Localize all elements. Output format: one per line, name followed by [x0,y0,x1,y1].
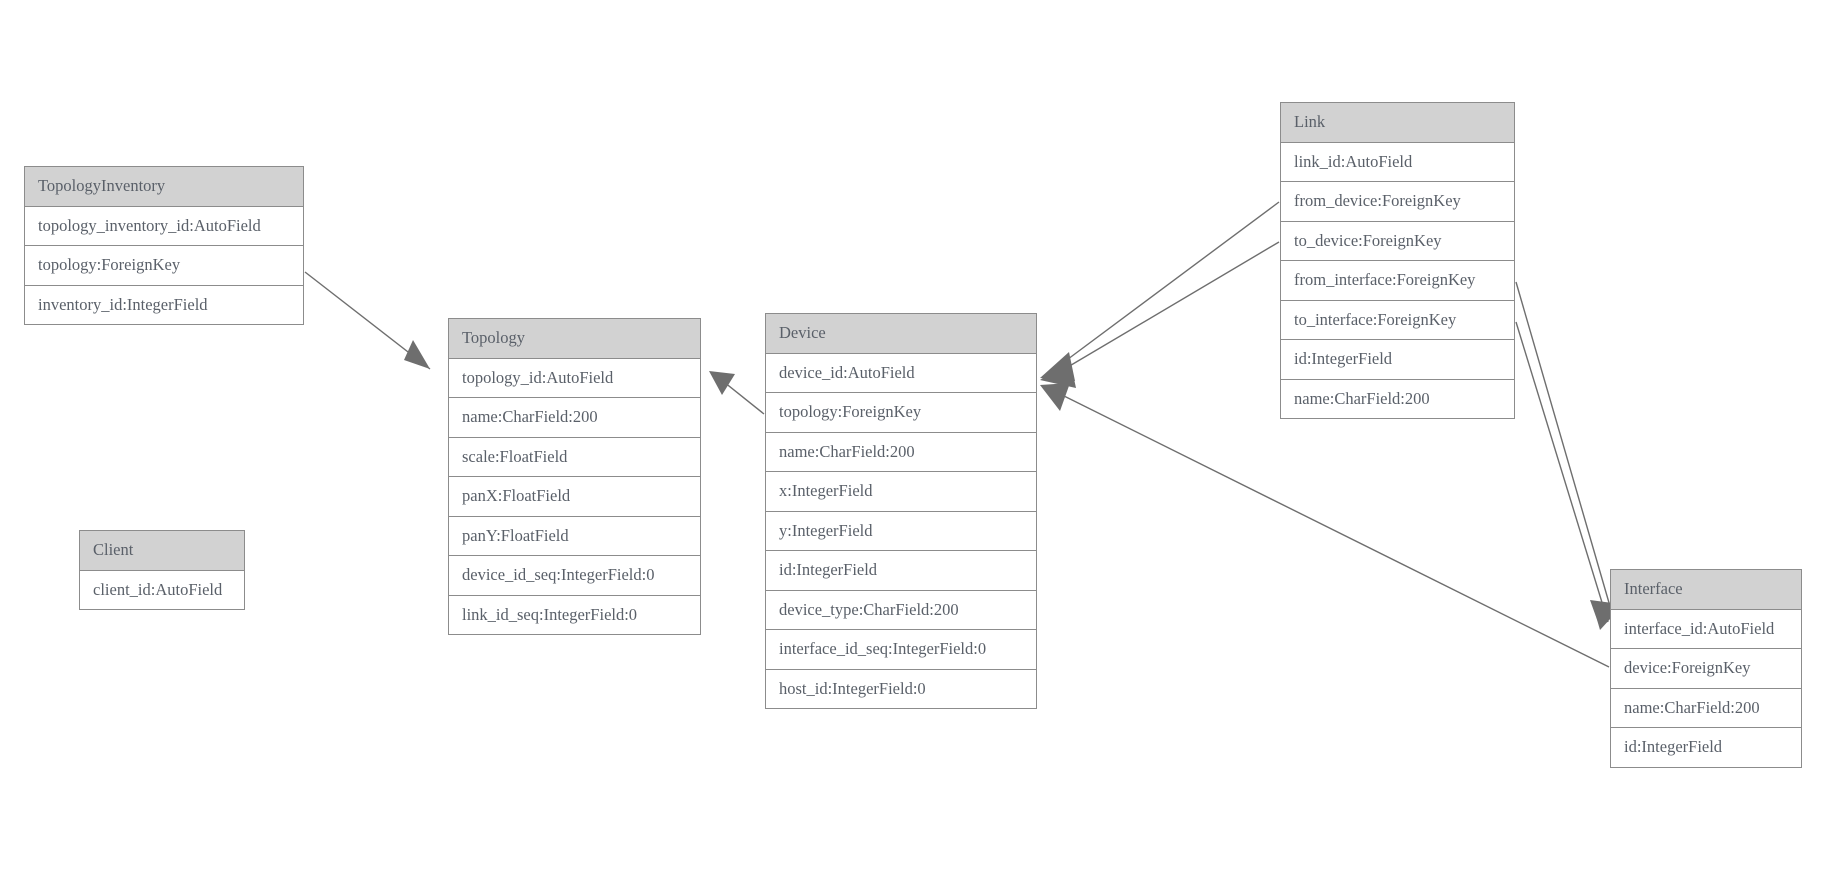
entity-title-link: Link [1281,103,1514,143]
relationship-interface-device [1040,383,1610,668]
relationship-line [718,377,765,415]
entity-field-row[interactable]: name:CharField:200 [766,432,1036,472]
entity-field-row[interactable]: device_id_seq:IntegerField:0 [449,556,700,596]
entity-field-row[interactable]: topology:ForeignKey [766,393,1036,433]
entity-field-row[interactable]: inventory_id:IntegerField [25,285,303,324]
entity-field-row[interactable]: id:IntegerField [766,551,1036,591]
relationship-arrowhead-icon [709,371,735,395]
relationship-line [304,271,431,370]
entity-field-row[interactable]: topology:ForeignKey [25,246,303,286]
entity-field-row[interactable]: id:IntegerField [1611,728,1801,767]
entity-field-row[interactable]: device_type:CharField:200 [766,590,1036,630]
relationship-link-from-interface [1515,281,1620,628]
entity-title-topology: Topology [449,319,700,359]
relationship-arrowhead-icon [1040,352,1075,381]
entity-field-row[interactable]: host_id:IntegerField:0 [766,669,1036,708]
entity-title-device: Device [766,314,1036,354]
entity-title-topology_inventory: TopologyInventory [25,167,303,207]
entity-field-row[interactable]: panX:FloatField [449,477,700,517]
entity-field-row[interactable]: name:CharField:200 [1281,379,1514,418]
relationship-link-to-interface [1515,321,1622,630]
entity-field-row[interactable]: y:IntegerField [766,511,1036,551]
relationship-line [1055,201,1280,369]
entity-field-row[interactable]: interface_id_seq:IntegerField:0 [766,630,1036,670]
entity-field-row[interactable]: link_id:AutoField [1281,142,1514,182]
entity-field-row[interactable]: from_interface:ForeignKey [1281,261,1514,301]
entity-field-row[interactable]: interface_id:AutoField [1611,609,1801,649]
entity-field-row[interactable]: from_device:ForeignKey [1281,182,1514,222]
relationship-line [1515,321,1609,623]
entity-field-row[interactable]: name:CharField:200 [449,398,700,438]
entity-field-row[interactable]: topology_id:AutoField [449,358,700,398]
relationship-link-from-device [1040,201,1280,381]
entity-field-row[interactable]: topology_inventory_id:AutoField [25,206,303,246]
entity-field-row[interactable]: id:IntegerField [1281,340,1514,380]
relationship-device-topology [709,371,765,415]
entity-field-row[interactable]: scale:FloatField [449,437,700,477]
entity-field-row[interactable]: client_id:AutoField [80,570,244,609]
entity-field-row[interactable]: link_id_seq:IntegerField:0 [449,595,700,634]
relationship-line [1055,241,1280,375]
relationship-line [1515,281,1615,621]
relationship-arrowhead-icon [1040,383,1070,411]
entity-field-row[interactable]: to_device:ForeignKey [1281,221,1514,261]
entity-field-row[interactable]: to_interface:ForeignKey [1281,300,1514,340]
entity-field-row[interactable]: device:ForeignKey [1611,649,1801,689]
relationship-topologyinventory-topology [304,271,431,370]
relationship-arrowhead-icon [404,340,430,369]
entity-field-row[interactable]: name:CharField:200 [1611,688,1801,728]
relationship-arrowhead-icon [1040,360,1076,388]
entity-field-row[interactable]: x:IntegerField [766,472,1036,512]
relationship-line [1055,391,1610,668]
entity-field-row[interactable]: device_id:AutoField [766,353,1036,393]
entity-field-row[interactable]: panY:FloatField [449,516,700,556]
entity-title-interface: Interface [1611,570,1801,610]
relationship-link-to-device [1040,241,1280,388]
entity-title-client: Client [80,531,244,571]
